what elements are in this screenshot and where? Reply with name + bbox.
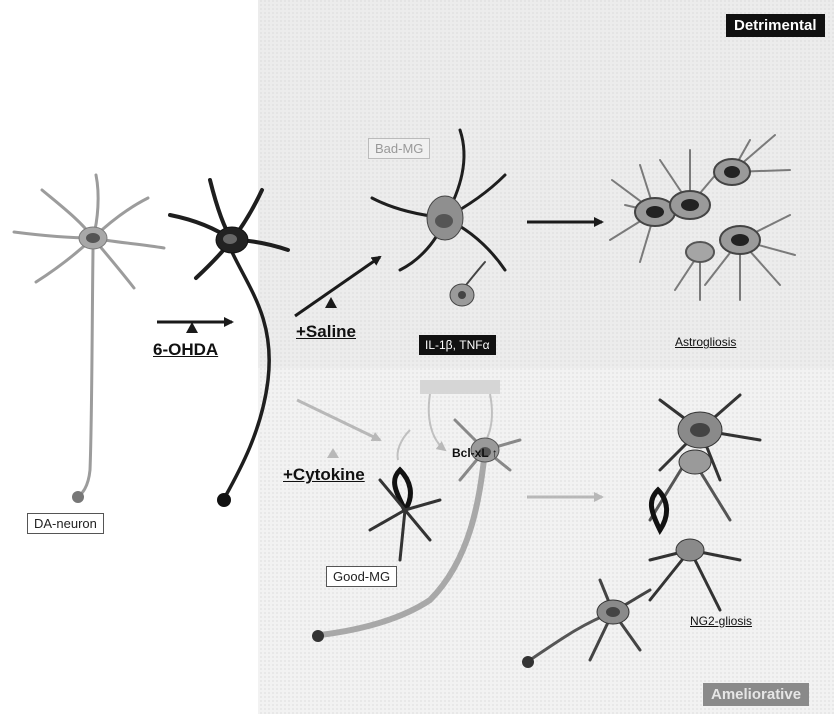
ameliorative-label: Ameliorative [703,683,809,706]
saline-label: +Saline [296,322,356,342]
ng2-gliosis-label: NG2-gliosis [690,614,752,628]
bad-mg-label: Bad-MG [368,138,430,159]
inhibit-marker-6ohda [186,322,198,333]
da-neuron-label: DA-neuron [27,513,104,534]
il1b-tnfa-label: IL-1β, TNFα [419,335,496,355]
six-ohda-label: 6-OHDA [153,340,218,360]
cytokine-label: +Cytokine [283,465,365,485]
good-mg-label: Good-MG [326,566,397,587]
healthy-da-neuron [14,175,164,503]
astrogliosis-label: Astrogliosis [675,335,736,349]
bclxl-label: Bcl-xL ↑ [452,446,498,460]
detrimental-label: Detrimental [726,14,825,37]
